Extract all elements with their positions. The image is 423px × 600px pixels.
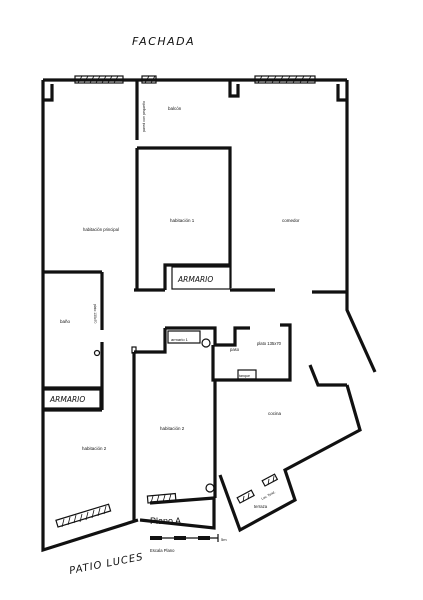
sink-fixture xyxy=(201,338,211,348)
room-terraza: terraza xyxy=(254,504,268,509)
bathroom-fixture xyxy=(93,349,101,357)
scale-end-label: 5m xyxy=(221,537,227,542)
room-habitacion-2: habitación 2 xyxy=(82,446,107,451)
room-pared: pared con pequeño xyxy=(142,101,146,132)
balcony-right-inset xyxy=(336,84,347,102)
plan-title: Plano A xyxy=(150,516,181,526)
hall-column xyxy=(131,346,137,354)
patio-drain xyxy=(205,483,215,493)
interior-walls xyxy=(43,80,347,520)
room-cocina: cocina xyxy=(268,411,282,416)
armario-left-box xyxy=(43,389,101,409)
scale-bar xyxy=(150,534,219,542)
patio-windows xyxy=(55,492,177,528)
room-plato: plato 135x70 xyxy=(93,304,97,324)
room-terraza-note: Lav. Tend. xyxy=(261,490,276,501)
patio-annotation: PATIO LUCES xyxy=(68,552,144,577)
room-bano: baño xyxy=(60,319,71,324)
room-habitacion-principal: habitación principal xyxy=(83,227,119,232)
armario-top-box xyxy=(171,266,231,290)
armario-left-label: ARMARIO xyxy=(49,395,85,404)
armario-top-label: ARMARIO xyxy=(177,275,213,284)
terrace-windows xyxy=(236,473,279,504)
room-paso: paso xyxy=(230,347,240,352)
scale-label: Escala Plano xyxy=(150,548,175,553)
room-bano-dims: plato 135x70 xyxy=(257,341,282,346)
room-tanque: tanque xyxy=(239,374,250,378)
fachada-annotation: FACHADA xyxy=(132,35,195,48)
outer-walls xyxy=(41,78,377,553)
armario-1-box xyxy=(167,330,201,344)
plato-box xyxy=(237,369,257,380)
balcony-left-inset xyxy=(43,84,54,102)
facade-windows xyxy=(74,75,316,84)
room-balcon: balcón xyxy=(168,106,182,111)
room-habitacion-1: habitación 1 xyxy=(170,218,195,223)
room-comedor: comedor xyxy=(282,218,300,223)
room-armario-1: armario 1 xyxy=(171,337,189,342)
room-habitacion-2b: habitación 2 xyxy=(160,426,185,431)
